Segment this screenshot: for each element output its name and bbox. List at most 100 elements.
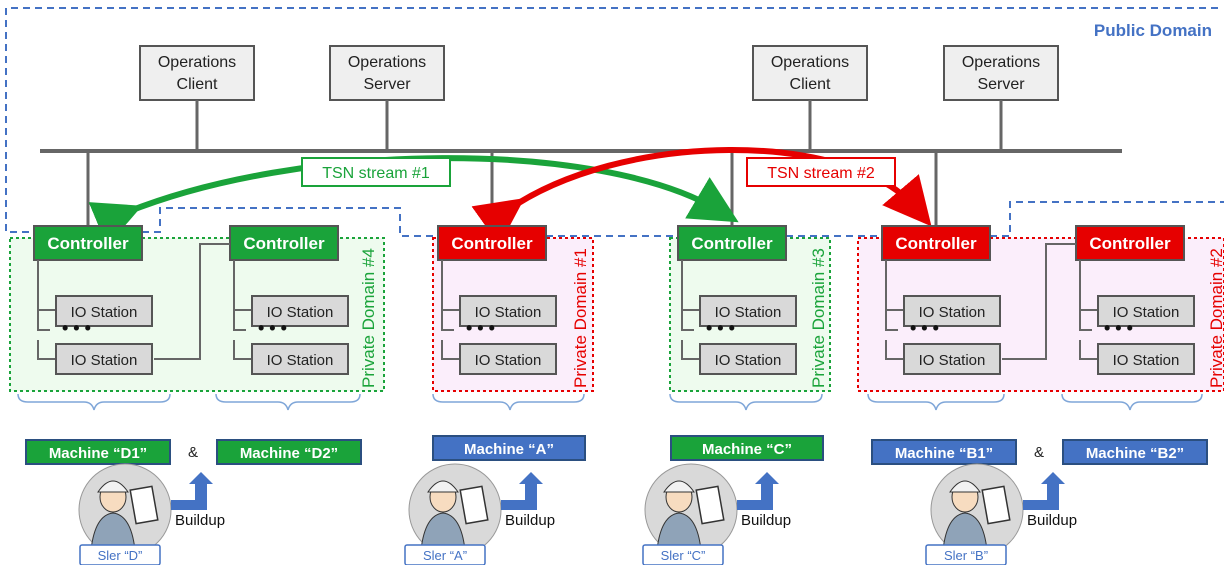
io-station: IO Station [251, 343, 349, 375]
ellipsis: • • • [466, 318, 495, 338]
io-station: IO Station [903, 343, 1001, 375]
svg-text:Server: Server [363, 76, 411, 93]
io-station-label: IO Station [715, 352, 782, 369]
ampersand-b: & [1034, 444, 1044, 461]
io-station-label: IO Station [267, 352, 334, 369]
machine-braces [17, 393, 1203, 411]
svg-text:Controller: Controller [691, 234, 773, 253]
io-station: IO Station [1097, 295, 1195, 327]
machine-c: Machine “C” [670, 435, 824, 461]
buildup-arrow-icon [737, 472, 779, 510]
sler-label: Sler “B” [944, 548, 988, 563]
io-station-label: IO Station [71, 304, 138, 321]
b1-b2-link [1002, 243, 1076, 360]
svg-text:Machine “B1”: Machine “B1” [895, 445, 993, 462]
operations-server-1: Operations Server [329, 45, 445, 101]
engineer-icon [90, 480, 136, 551]
machine-b2: Machine “B2” [1062, 439, 1208, 465]
io-station: IO Station [459, 343, 557, 375]
svg-text:Operations: Operations [962, 54, 1040, 71]
buildup-label: Buildup [175, 512, 225, 529]
monitor-icon [129, 485, 159, 525]
machine-a: Machine “A” [432, 435, 586, 461]
machine-d1: Machine “D1” [25, 439, 171, 465]
svg-text:Controller: Controller [243, 234, 325, 253]
operations-client-1: Operations Client [139, 45, 255, 101]
io-station-label: IO Station [1113, 304, 1180, 321]
svg-text:Client: Client [790, 76, 831, 93]
controller-d1: Controller [33, 225, 143, 261]
controller-c: Controller [677, 225, 787, 261]
engineer-icon [942, 480, 988, 551]
svg-text:Controller: Controller [895, 234, 977, 253]
svg-text:Machine “B2”: Machine “B2” [1086, 445, 1184, 462]
monitor-icon [695, 485, 725, 525]
io-station: IO Station [251, 295, 349, 327]
monitor-icon [459, 485, 489, 525]
svg-text:Operations: Operations [771, 54, 849, 71]
sler-label: Sler “D” [98, 548, 143, 563]
ellipsis: • • • [1104, 318, 1133, 338]
buildup-label: Buildup [1027, 512, 1077, 529]
io-station-label: IO Station [475, 352, 542, 369]
svg-text:TSN stream #2: TSN stream #2 [767, 165, 875, 182]
controller-b1: Controller [881, 225, 991, 261]
io-station: IO Station [699, 295, 797, 327]
monitor-icon [981, 485, 1011, 525]
operations-server-2: Operations Server [943, 45, 1059, 101]
engineer-icon [420, 480, 466, 551]
svg-text:Operations: Operations [348, 54, 426, 71]
buildup-label: Buildup [741, 512, 791, 529]
io-station-label: IO Station [267, 304, 334, 321]
public-domain-title: Public Domain [1094, 21, 1212, 40]
svg-text:TSN stream #1: TSN stream #1 [322, 165, 430, 182]
machine-b1: Machine “B1” [871, 439, 1017, 465]
private-domain-4-label: Private Domain #4 [359, 248, 378, 388]
svg-text:Server: Server [977, 76, 1025, 93]
io-station-label: IO Station [1113, 352, 1180, 369]
ellipsis: • • • [62, 318, 91, 338]
svg-text:Controller: Controller [1089, 234, 1171, 253]
io-station: IO Station [55, 295, 153, 327]
sler-label: Sler “C” [661, 548, 706, 563]
io-station-label: IO Station [919, 352, 986, 369]
tsn-stream-1-label: TSN stream #1 [301, 157, 451, 187]
operations-client-2: Operations Client [752, 45, 868, 101]
controller-a: Controller [437, 225, 547, 261]
buildup-arrow-icon [501, 472, 543, 510]
ampersand-d: & [188, 444, 198, 461]
private-domain-3-label: Private Domain #3 [809, 248, 828, 388]
buildup-label: Buildup [505, 512, 555, 529]
io-station-label: IO Station [71, 352, 138, 369]
ellipsis: • • • [910, 318, 939, 338]
ellipsis: • • • [258, 318, 287, 338]
svg-text:Machine “A”: Machine “A” [464, 441, 554, 458]
svg-text:Operations: Operations [158, 54, 236, 71]
io-station: IO Station [55, 343, 153, 375]
svg-text:Machine “D1”: Machine “D1” [49, 445, 147, 462]
operations-drop-lines [195, 100, 1003, 150]
sler-label: Sler “A” [423, 548, 467, 563]
io-station-label: IO Station [919, 304, 986, 321]
svg-text:Controller: Controller [451, 234, 533, 253]
svg-text:Controller: Controller [47, 234, 129, 253]
d1-d2-link [154, 243, 230, 360]
io-station: IO Station [903, 295, 1001, 327]
io-station-label: IO Station [715, 304, 782, 321]
private-domain-2-label: Private Domain #2 [1207, 248, 1224, 388]
public-domain-boundary [5, 7, 1224, 237]
controller-d2: Controller [229, 225, 339, 261]
io-station: IO Station [699, 343, 797, 375]
